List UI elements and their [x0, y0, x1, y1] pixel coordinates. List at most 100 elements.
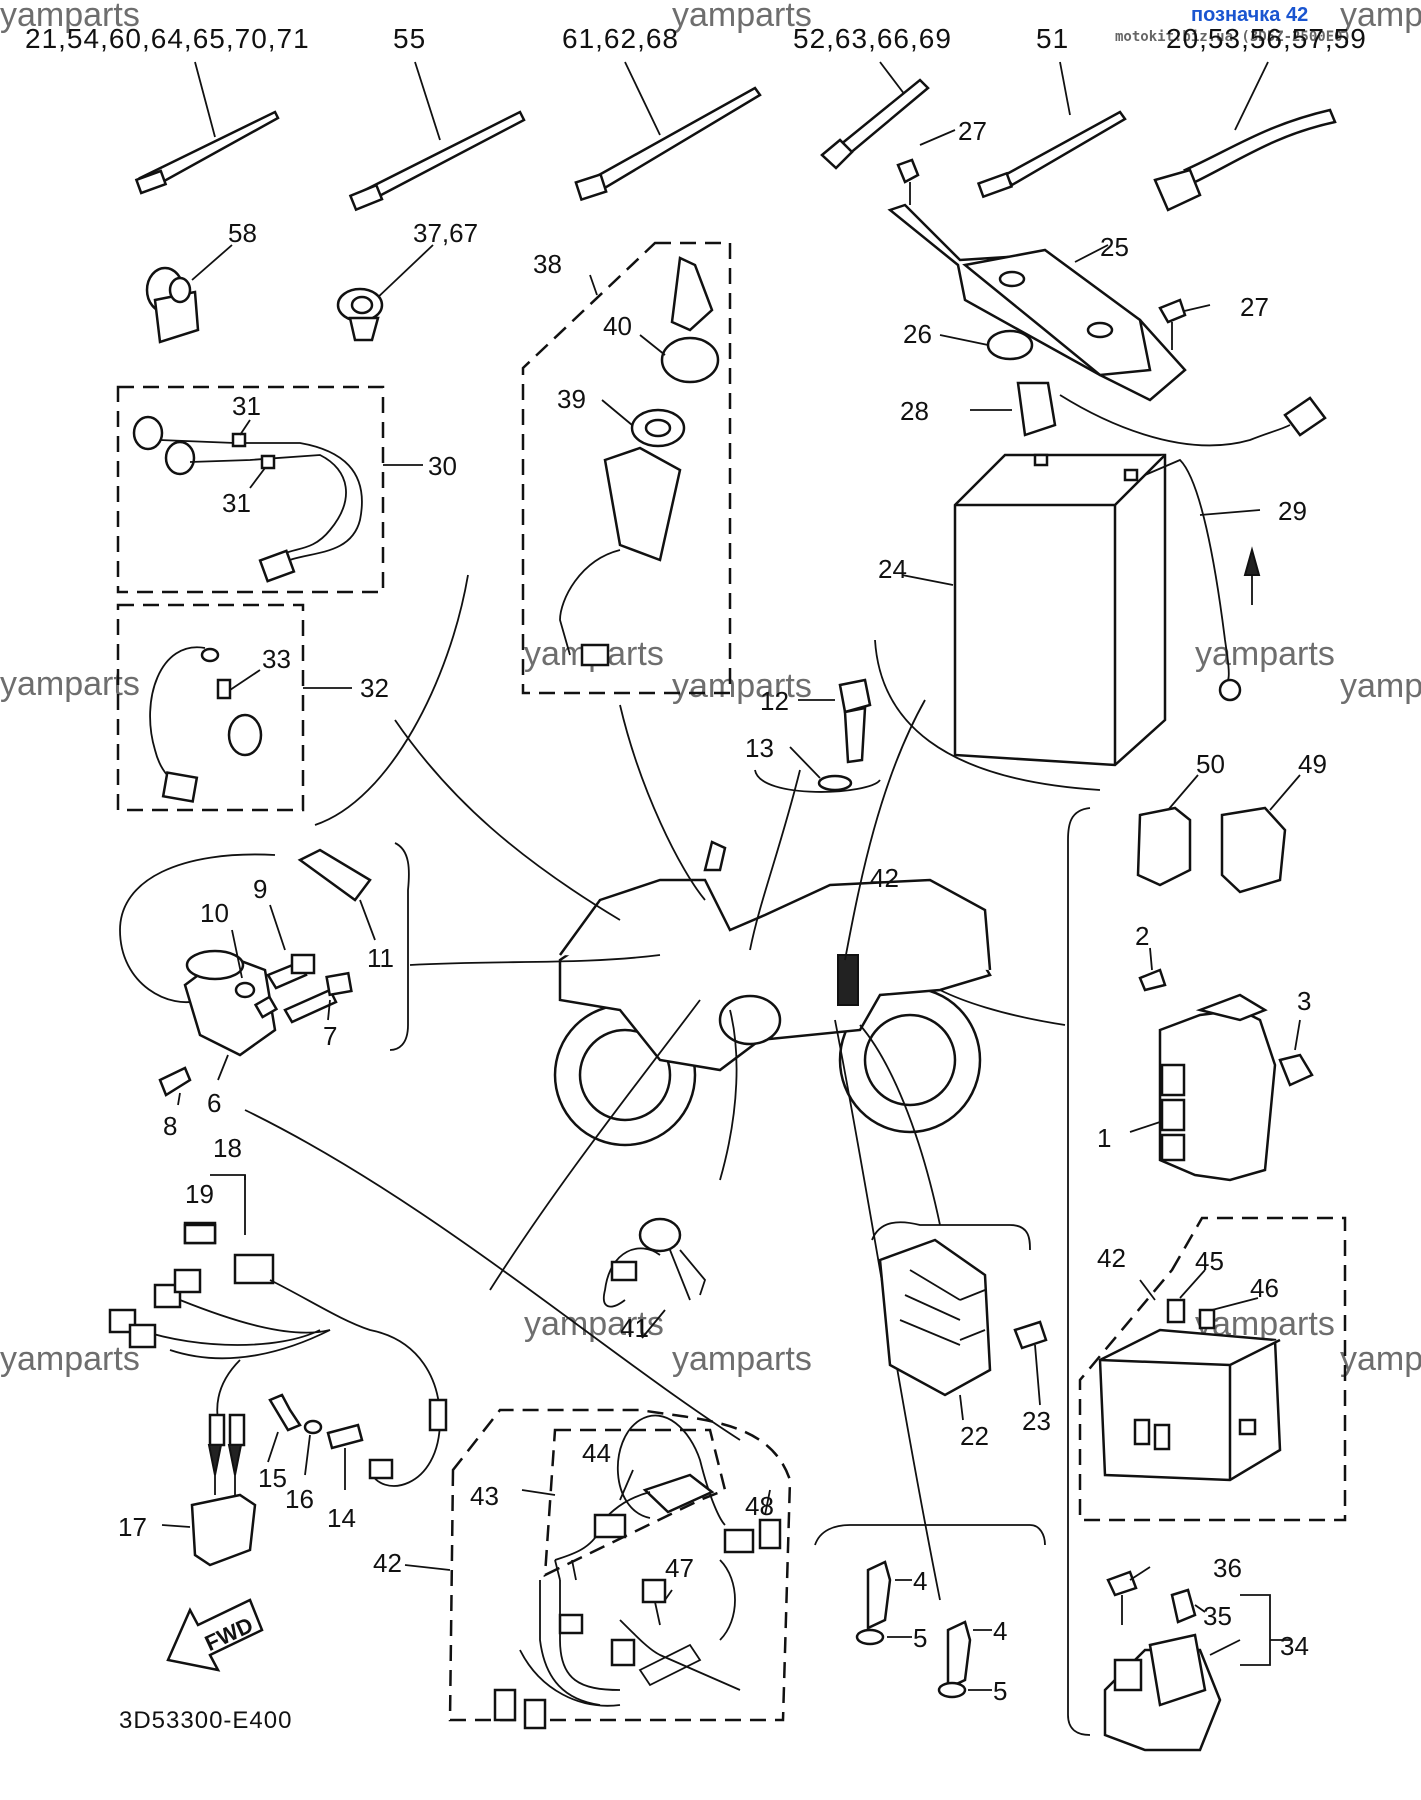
damper-26 — [939, 329, 1034, 361]
callout-3: 3 — [1297, 986, 1311, 1016]
fuse-19 — [183, 1223, 217, 1245]
callout-37: 37,67 — [413, 218, 478, 248]
gasket-13 — [754, 746, 881, 793]
callout-61: 61,62,68 — [562, 23, 679, 54]
watermark-text: yamparts — [0, 0, 140, 34]
callout-39: 39 — [557, 384, 586, 414]
bolt-7 — [283, 971, 353, 1024]
callout-28: 28 — [900, 396, 929, 426]
relay-50 — [1136, 774, 1199, 887]
bracket-rectifier-group — [871, 1221, 1031, 1251]
callout-29: 29 — [1278, 496, 1307, 526]
watermark-text: yamparts — [1340, 1340, 1421, 1378]
callout-42c: 42 — [373, 1548, 402, 1578]
callout-33: 33 — [262, 644, 291, 674]
callout-49: 49 — [1298, 749, 1327, 779]
callout-43: 43 — [470, 1481, 499, 1511]
lamp-harness-32 — [149, 646, 352, 803]
igniter-unit-1 — [1129, 993, 1277, 1182]
cable-tie-51 — [976, 61, 1127, 199]
callout-2: 2 — [1135, 921, 1149, 951]
callout-5b: 5 — [993, 1676, 1007, 1706]
switch-14 — [326, 1423, 364, 1490]
watermarks: yamparts yamparts yamparts yamparts yamp… — [0, 0, 1421, 1378]
wire-harness-42 — [404, 1469, 782, 1730]
clamp-37 — [336, 244, 434, 342]
callout-58: 58 — [228, 218, 257, 248]
assembly-box-42b — [1078, 1216, 1347, 1522]
callout-44: 44 — [582, 1438, 611, 1468]
ignition-coil-6 — [119, 853, 279, 1081]
bracket-coil-group — [389, 842, 410, 1051]
callout-labels: 21,54,60,64,65,70,71 55 61,62,68 52,63,6… — [25, 23, 1367, 1706]
bracket-battery-group — [874, 639, 1101, 791]
assembly-box-38 — [521, 241, 732, 695]
callout-23: 23 — [1022, 1406, 1051, 1436]
watermark-text: yamparts — [672, 667, 812, 705]
washer-10 — [231, 929, 256, 999]
callout-27a: 27 — [958, 116, 987, 146]
callout-20: 20,53,56,57,59 — [1166, 23, 1367, 54]
callout-5a: 5 — [913, 1623, 927, 1653]
watermark-text: yamparts — [1195, 635, 1335, 673]
callout-8: 8 — [163, 1111, 177, 1141]
thermo-unit-12 — [798, 678, 872, 764]
callout-24: 24 — [878, 554, 907, 584]
callout-38: 38 — [533, 249, 562, 279]
callout-27b: 27 — [1240, 292, 1269, 322]
callout-52: 52,63,66,69 — [793, 23, 952, 54]
cable-tie-21 — [134, 61, 280, 195]
bracket-igniter-group — [1067, 807, 1091, 1736]
callout-42b: 42 — [1097, 1243, 1126, 1273]
callout-12: 12 — [760, 686, 789, 716]
callout-4b: 4 — [993, 1616, 1007, 1646]
battery-cable-29 — [1144, 458, 1261, 702]
lead-15 — [267, 1393, 302, 1463]
assembly-box-32 — [116, 603, 305, 812]
callout-4a: 4 — [913, 1566, 927, 1596]
battery-24 — [901, 453, 1167, 767]
callout-36: 36 — [1213, 1553, 1242, 1583]
rectifier-22 — [878, 1238, 992, 1421]
callout-40: 40 — [603, 311, 632, 341]
callout-6: 6 — [207, 1088, 221, 1118]
callout-19: 19 — [185, 1179, 214, 1209]
watermark-text: yamparts — [1340, 667, 1421, 705]
assembly-box-42a — [448, 1408, 792, 1722]
callout-22: 22 — [960, 1421, 989, 1451]
callout-31a: 31 — [232, 391, 261, 421]
callout-16: 16 — [285, 1484, 314, 1514]
callout-17: 17 — [118, 1512, 147, 1542]
watermark-text: yamparts — [672, 1340, 812, 1378]
relay-17 — [161, 1444, 257, 1567]
callout-18: 18 — [213, 1133, 242, 1163]
callout-47: 47 — [665, 1553, 694, 1583]
callout-13: 13 — [745, 733, 774, 763]
washer-16 — [303, 1419, 323, 1476]
callout-30: 30 — [428, 451, 457, 481]
callout-7: 7 — [323, 1021, 337, 1051]
lamp-harness-30 — [132, 415, 423, 583]
cap-11 — [297, 848, 376, 941]
bolt-4 — [866, 1560, 992, 1690]
screw-2 — [1138, 947, 1167, 992]
leader-lines — [244, 574, 1066, 1601]
callout-26: 26 — [903, 319, 932, 349]
battery-cable-28 — [970, 381, 1327, 447]
watermark-text: yamparts — [1340, 0, 1421, 34]
assembly-box-30 — [116, 385, 385, 594]
callout-34: 34 — [1280, 1631, 1309, 1661]
watermark-text: yamparts — [0, 1340, 140, 1378]
callout-9: 9 — [253, 874, 267, 904]
callout-32: 32 — [360, 673, 389, 703]
bolt-9 — [266, 904, 316, 990]
callout-46: 46 — [1250, 1273, 1279, 1303]
atv-vehicle — [553, 840, 992, 1147]
fuse-box-42 — [1098, 1269, 1282, 1482]
diagram-code: 3D53300-E400 — [119, 1707, 293, 1734]
callout-55: 55 — [393, 23, 426, 54]
cable-tie-20 — [1153, 61, 1337, 212]
callout-25: 25 — [1100, 232, 1129, 262]
watermark-text: yamparts — [672, 0, 812, 34]
